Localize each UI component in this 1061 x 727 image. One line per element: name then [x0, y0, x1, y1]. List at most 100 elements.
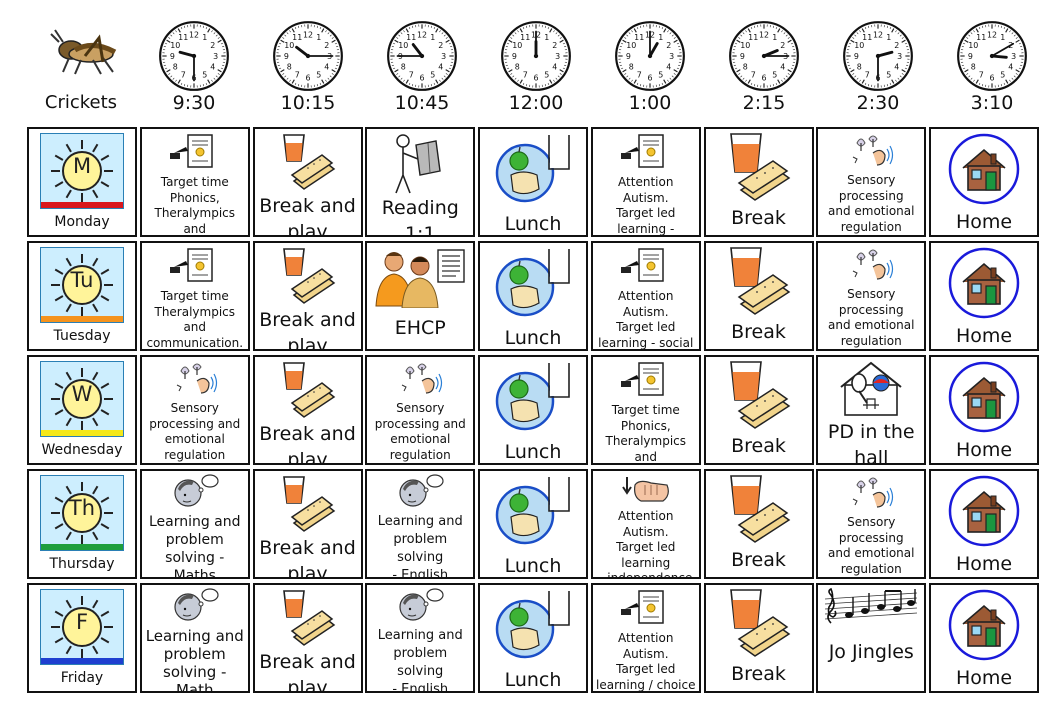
- clock-icon: 121234567891011: [500, 12, 572, 91]
- clock-number: 10: [170, 41, 180, 50]
- target-time-icon: [617, 359, 675, 401]
- day-cell-tuesday: Tu Tuesday: [27, 241, 137, 351]
- activity-cell: Attention Autism. Target led learning - …: [590, 241, 701, 351]
- clock-number: 12: [987, 30, 997, 39]
- time-column-header: 12123456789101110:45: [366, 12, 478, 118]
- activity-cell: Attention Autism. Target led learning - …: [590, 469, 701, 579]
- activity-cell: Attention Autism. Target led learning / …: [590, 583, 701, 693]
- day-letter: F: [75, 610, 89, 634]
- activity-cell: Break and play: [252, 355, 363, 465]
- activity-cell: Break: [703, 127, 814, 237]
- activity-cell: Lunch: [478, 355, 588, 465]
- day-name: Monday: [54, 214, 110, 230]
- clock-number: 4: [210, 63, 215, 72]
- clock-number: 8: [857, 63, 862, 72]
- activity-cell: Lunch: [478, 469, 588, 579]
- music-notes-icon: [823, 587, 919, 627]
- clock-number: 8: [287, 63, 292, 72]
- day-letter: Th: [68, 496, 96, 520]
- clock-number: 4: [1008, 63, 1013, 72]
- clock-number: 1: [430, 33, 435, 42]
- clock-number: 4: [666, 63, 671, 72]
- drink-and-biscuit-icon: [723, 245, 795, 317]
- activity-label: EHCP: [394, 317, 446, 339]
- activity-label: Lunch: [504, 555, 562, 577]
- activity-cell: Reading 1:1: [365, 127, 476, 237]
- clock-number: 9: [626, 52, 631, 61]
- activity-cell: Target time Theralympics and communicati…: [139, 241, 250, 351]
- activity-label: Home: [955, 211, 1013, 233]
- activity-label: Lunch: [504, 327, 562, 349]
- day-name: Friday: [60, 670, 104, 686]
- clock-number: 2: [324, 41, 329, 50]
- clock-number: 7: [181, 71, 186, 80]
- clock-number: 3: [555, 52, 560, 61]
- clock-icon: 121234567891011: [956, 12, 1028, 91]
- clock-number: 5: [772, 71, 777, 80]
- clock-number: 11: [976, 33, 986, 42]
- activity-label: Break: [731, 207, 786, 229]
- drink-and-biscuit-icon: [278, 587, 338, 649]
- activity-cell: Break: [703, 355, 814, 465]
- clock-number: 11: [748, 33, 758, 42]
- day-letter: Tu: [70, 268, 94, 292]
- target-time-icon: [617, 131, 675, 173]
- activity-cell: Learning and problem solving - Math: [139, 583, 250, 693]
- activity-cell: Target time Phonics, Theralympics and co…: [590, 355, 701, 465]
- clock-number: 1: [772, 33, 777, 42]
- attention-hand-icon: [617, 473, 675, 507]
- lunch-plate-icon: [493, 245, 573, 323]
- activity-label: Break and play: [259, 423, 356, 465]
- drink-and-biscuit-icon: [278, 473, 338, 535]
- activity-cell: Break and play: [252, 127, 363, 237]
- clock-number: 2: [894, 41, 899, 50]
- clock-number: 6: [305, 73, 310, 82]
- activity-cell: Sensory processing and emotional regulat…: [816, 127, 927, 237]
- target-time-icon: [166, 245, 224, 287]
- sensory-icon: [396, 359, 444, 399]
- target-time-icon: [617, 587, 675, 629]
- activity-cell: Break and play: [252, 583, 363, 693]
- activity-cell: Sensory processing and emotional regulat…: [365, 355, 476, 465]
- sensory-icon: [847, 131, 895, 171]
- time-label: 10:45: [394, 92, 450, 114]
- class-name-cell: Crickets: [26, 12, 136, 118]
- target-time-icon: [166, 131, 224, 173]
- activity-label: Target time Phonics, Theralympics and co…: [605, 403, 687, 464]
- activity-label: Learning and problem solving - Maths: [148, 514, 241, 579]
- activity-label: Target time Phonics, Theralympics and co…: [154, 175, 236, 236]
- activity-label: Sensory processing and emotional regulat…: [828, 173, 915, 234]
- lunch-plate-icon: [493, 359, 573, 437]
- clock-number: 9: [968, 52, 973, 61]
- clock-number: 12: [759, 30, 769, 39]
- clock-number: 6: [647, 73, 652, 82]
- pe-hall-icon: [837, 359, 905, 417]
- activity-cell: Break and play: [252, 241, 363, 351]
- clock-number: 7: [409, 71, 414, 80]
- activity-label: Learning and problem solving - Math: [145, 627, 244, 693]
- activity-label: PD in the hall: [827, 421, 915, 465]
- clock-number: 10: [740, 41, 750, 50]
- clock-number: 5: [316, 71, 321, 80]
- activity-label: Attention Autism. Target led learning - …: [598, 289, 694, 350]
- clock-number: 8: [401, 63, 406, 72]
- clock-number: 5: [658, 71, 663, 80]
- clock-number: 9: [854, 52, 859, 61]
- activity-cell: Learning and problem solving - English: [365, 583, 476, 693]
- day-symbol: F: [40, 589, 124, 665]
- activity-cell: Break: [703, 241, 814, 351]
- clock-number: 3: [213, 52, 218, 61]
- activity-label: Break: [731, 663, 786, 685]
- clock-number: 3: [1011, 52, 1016, 61]
- day-cell-monday: M Monday: [27, 127, 137, 237]
- activity-label: Learning and problem solving - English: [377, 628, 463, 693]
- activity-label: Break: [731, 549, 786, 571]
- activity-cell: Attention Autism. Target led learning - …: [590, 127, 701, 237]
- activity-cell: Lunch: [478, 583, 588, 693]
- drink-and-biscuit-icon: [723, 131, 795, 203]
- day-name: Tuesday: [53, 328, 111, 344]
- activity-label: Break and play: [259, 309, 356, 351]
- target-time-icon: [617, 245, 675, 287]
- thinking-head-icon: [395, 587, 445, 625]
- meeting-people-icon: [372, 245, 468, 309]
